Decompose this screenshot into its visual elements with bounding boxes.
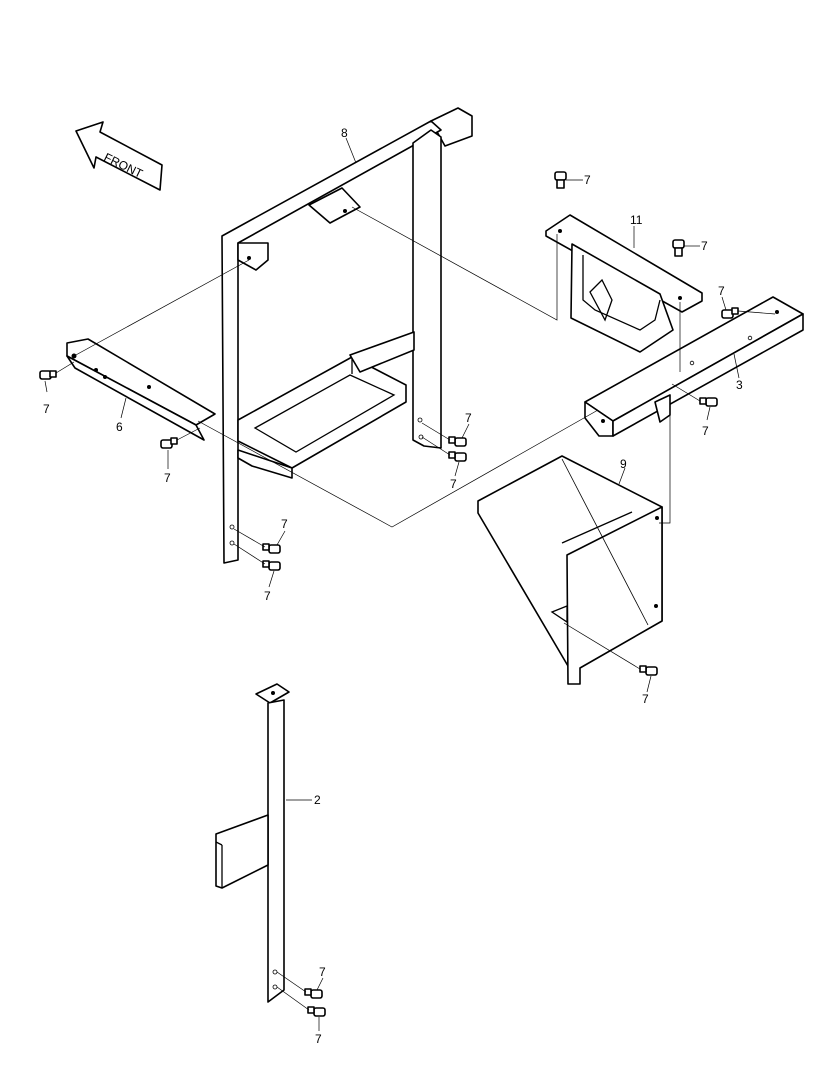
callout-7: 7: [281, 517, 288, 531]
bolt: [721, 307, 739, 319]
callout-7: 7: [319, 965, 326, 979]
callout-9: 9: [620, 457, 627, 471]
callout-8: 8: [341, 126, 348, 140]
callout-7: 7: [264, 589, 271, 603]
right-rail-part-3: [584, 296, 804, 437]
bolt: [699, 397, 718, 407]
bolts: [39, 171, 739, 1017]
bolt: [639, 665, 658, 676]
callout-2: 2: [314, 793, 321, 807]
callout-7: 7: [43, 402, 50, 416]
bolt: [307, 1006, 326, 1017]
assembly-lines: [55, 206, 776, 1011]
callout-11: 11: [630, 213, 643, 227]
bolt: [160, 437, 178, 449]
bolt: [672, 239, 685, 257]
bolt: [448, 436, 467, 447]
callout-7: 7: [164, 471, 171, 485]
callout-7: 7: [450, 477, 457, 491]
callout-6: 6: [116, 420, 123, 434]
callout-leaders: [44, 137, 740, 1031]
callout-7: 7: [584, 173, 591, 187]
main-frame-part-8: [221, 107, 473, 564]
callout-7: 7: [465, 411, 472, 425]
upper-bracket-part-11: [545, 214, 703, 353]
callout-7: 7: [642, 692, 649, 706]
left-rail-part-6: [66, 338, 216, 441]
bolt: [39, 370, 57, 380]
callout-7: 7: [315, 1032, 322, 1046]
callout-3: 3: [736, 378, 743, 392]
bolt: [262, 543, 281, 554]
bolt: [304, 988, 323, 999]
callout-7: 7: [718, 284, 725, 298]
callout-labels: 8 11 6 3 9 2 7 7 7 7 7 7 7 7 7 7 7 7 7: [43, 126, 743, 1046]
bolt: [262, 560, 281, 571]
callout-7: 7: [701, 239, 708, 253]
vertical-bracket-part-2: [215, 683, 290, 1003]
front-direction-arrow: FRONT: [75, 121, 163, 191]
bolt: [448, 451, 467, 462]
callout-7: 7: [702, 424, 709, 438]
side-panel-part-9: [477, 455, 663, 685]
bolt: [554, 171, 567, 189]
